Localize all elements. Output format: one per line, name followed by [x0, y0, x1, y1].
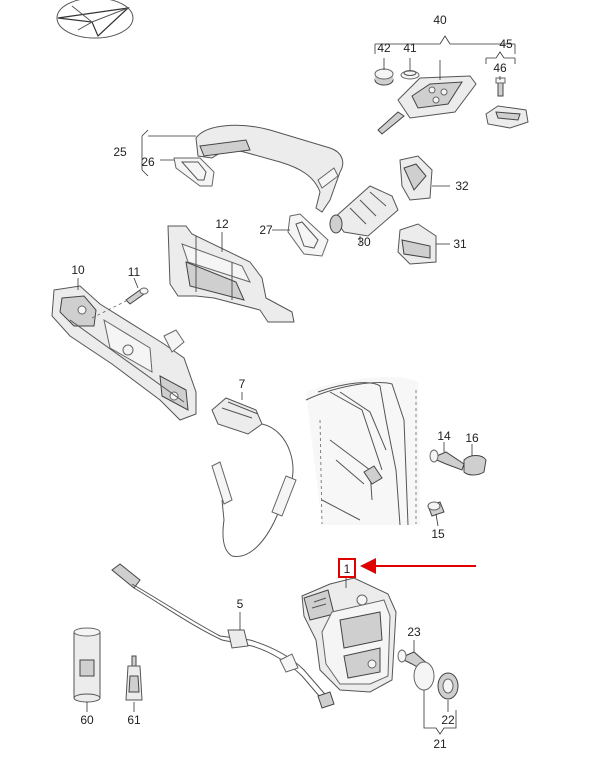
carrier-10 [51, 285, 197, 421]
arrow-left-icon [360, 558, 376, 574]
callout-42: 42 [377, 41, 391, 55]
folded-paper-plane-icon [56, 0, 134, 39]
spray-can-60 [73, 627, 101, 712]
callout-61: 61 [127, 713, 141, 727]
cap-16 [463, 444, 487, 476]
callout-22: 22 [441, 713, 455, 727]
callout-32: 32 [455, 179, 469, 193]
callout-23: 23 [407, 625, 421, 639]
callout-15: 15 [431, 527, 445, 541]
tube-61 [125, 655, 143, 712]
callout-12: 12 [215, 217, 229, 231]
callout-25: 25 [113, 145, 127, 159]
callout-10: 10 [71, 263, 85, 277]
callout-5: 5 [237, 597, 244, 611]
callout-21: 21 [433, 737, 447, 751]
gasket-27 [287, 213, 329, 257]
callout-14: 14 [437, 429, 451, 443]
callout-1-highlight [338, 558, 476, 578]
door-handle-group [141, 124, 344, 257]
bolt-14 [429, 442, 465, 471]
bolt-11 [91, 277, 149, 319]
door-frame-section [305, 377, 420, 526]
callout-31: 31 [453, 237, 467, 251]
callout-60: 60 [80, 713, 94, 727]
callout-16: 16 [465, 431, 479, 445]
screw-46 [497, 81, 504, 97]
door-lock-1 [301, 577, 397, 693]
callout-1: 1 [344, 562, 351, 576]
key-group [374, 35, 529, 135]
bracket-12 [167, 225, 295, 323]
key-blade [377, 111, 405, 135]
bowden-cable-7 [211, 392, 297, 557]
outer-door-handle [195, 124, 344, 213]
callout-11: 11 [128, 265, 141, 279]
lock-cylinder [333, 185, 399, 237]
bolt-15 [427, 501, 445, 527]
callout-45: 45 [499, 37, 513, 51]
release-cable-5 [111, 563, 335, 709]
callout-27: 27 [259, 223, 273, 237]
callout-7: 7 [239, 377, 246, 391]
callout-30: 30 [357, 235, 371, 249]
striker-cover-22 [413, 661, 459, 735]
callout-26: 26 [141, 155, 155, 169]
lock-cylinder-group [329, 155, 450, 265]
callout-40: 40 [433, 13, 447, 27]
callout-46: 46 [493, 61, 507, 75]
callout-41: 41 [403, 41, 417, 55]
